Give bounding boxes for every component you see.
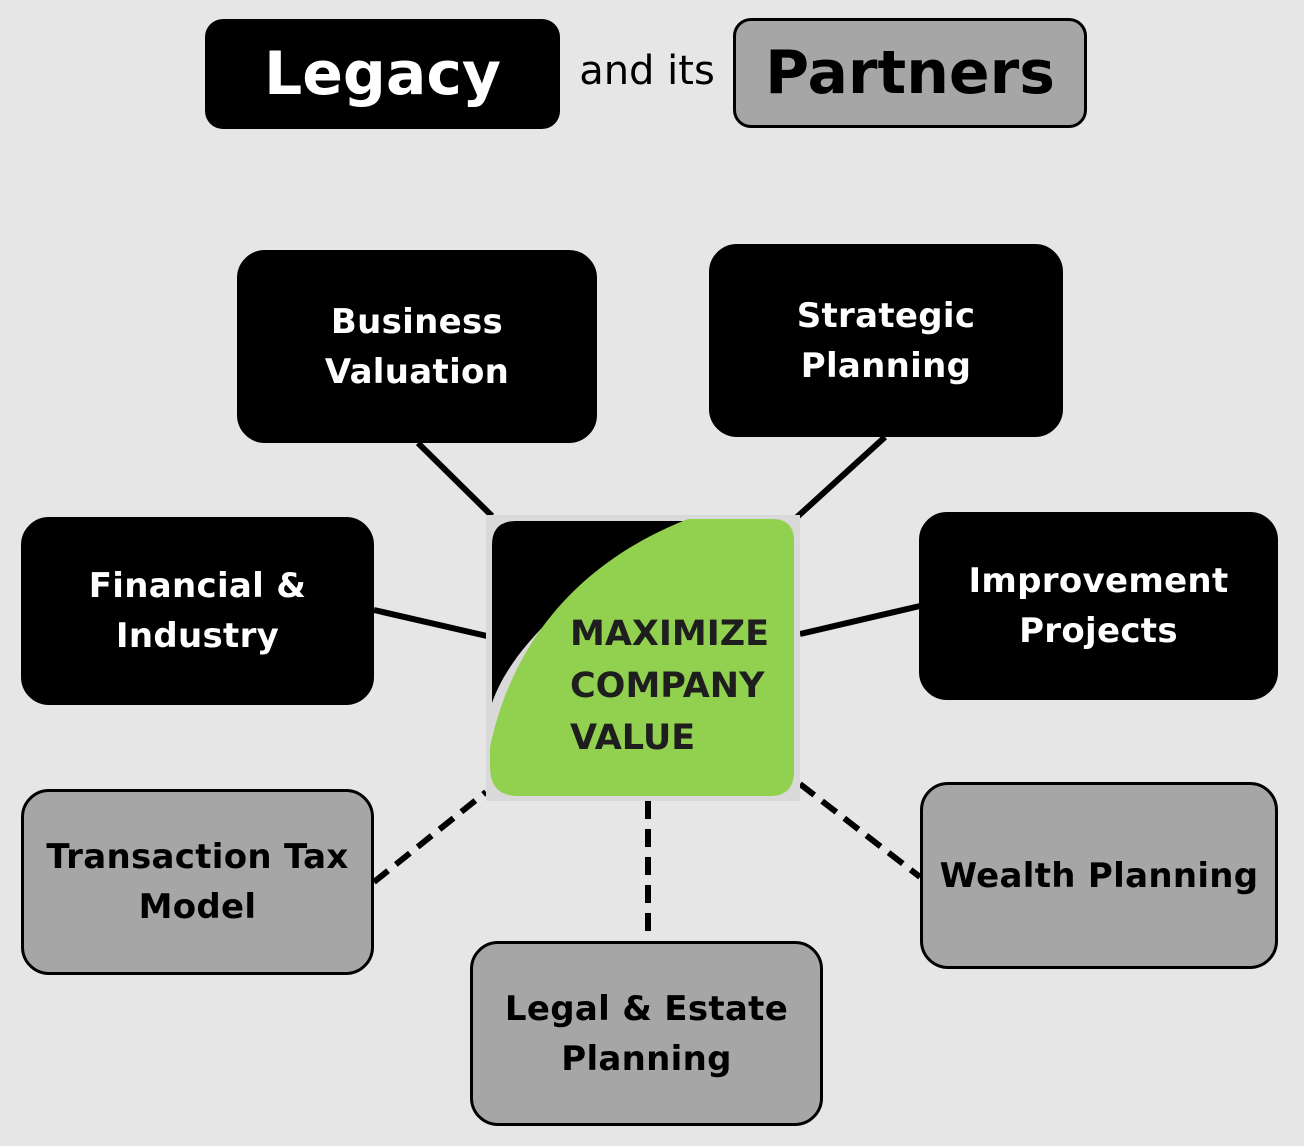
node-strategic-planning-label: Strategic Planning <box>796 295 976 386</box>
node-strategic-planning: Strategic Planning <box>709 244 1063 437</box>
center-label: MAXIMIZE COMPANY VALUE <box>570 614 770 758</box>
center-logo <box>486 515 800 801</box>
node-wealth-planning-label: Wealth Planning <box>939 855 1259 896</box>
link-business-valuation <box>415 440 495 519</box>
node-transaction-tax-model-label: Transaction Tax Model <box>46 837 349 927</box>
node-transaction-tax-model: Transaction Tax Model <box>21 789 374 975</box>
node-legal-estate-planning: Legal & Estate Planning <box>470 941 823 1126</box>
node-financial-industry-label: Financial & Industry <box>88 566 307 656</box>
link-wealth-planning <box>798 781 922 880</box>
node-financial-industry: Financial & Industry <box>21 517 374 705</box>
center-logo-black-corner <box>492 521 686 703</box>
center-logo-green-leaf <box>490 519 794 796</box>
node-wealth-planning: Wealth Planning <box>920 782 1278 969</box>
link-transaction-tax-model <box>372 789 488 885</box>
legacy-title: Legacy <box>205 19 560 129</box>
node-improvement-projects: Improvement Projects <box>919 512 1278 700</box>
node-business-valuation-label: Business Valuation <box>324 301 510 392</box>
node-improvement-projects-label: Improvement Projects <box>968 561 1229 651</box>
link-financial-industry <box>373 607 488 639</box>
partners-title: Partners <box>733 18 1087 128</box>
node-legal-estate-planning-label: Legal & Estate Planning <box>504 988 789 1079</box>
connector-text: and its <box>579 48 715 94</box>
partners-title-text: Partners <box>765 38 1055 108</box>
link-improvement-projects <box>799 603 921 637</box>
node-business-valuation: Business Valuation <box>237 250 597 443</box>
legacy-title-text: Legacy <box>263 39 502 109</box>
link-strategic-planning <box>793 434 888 521</box>
